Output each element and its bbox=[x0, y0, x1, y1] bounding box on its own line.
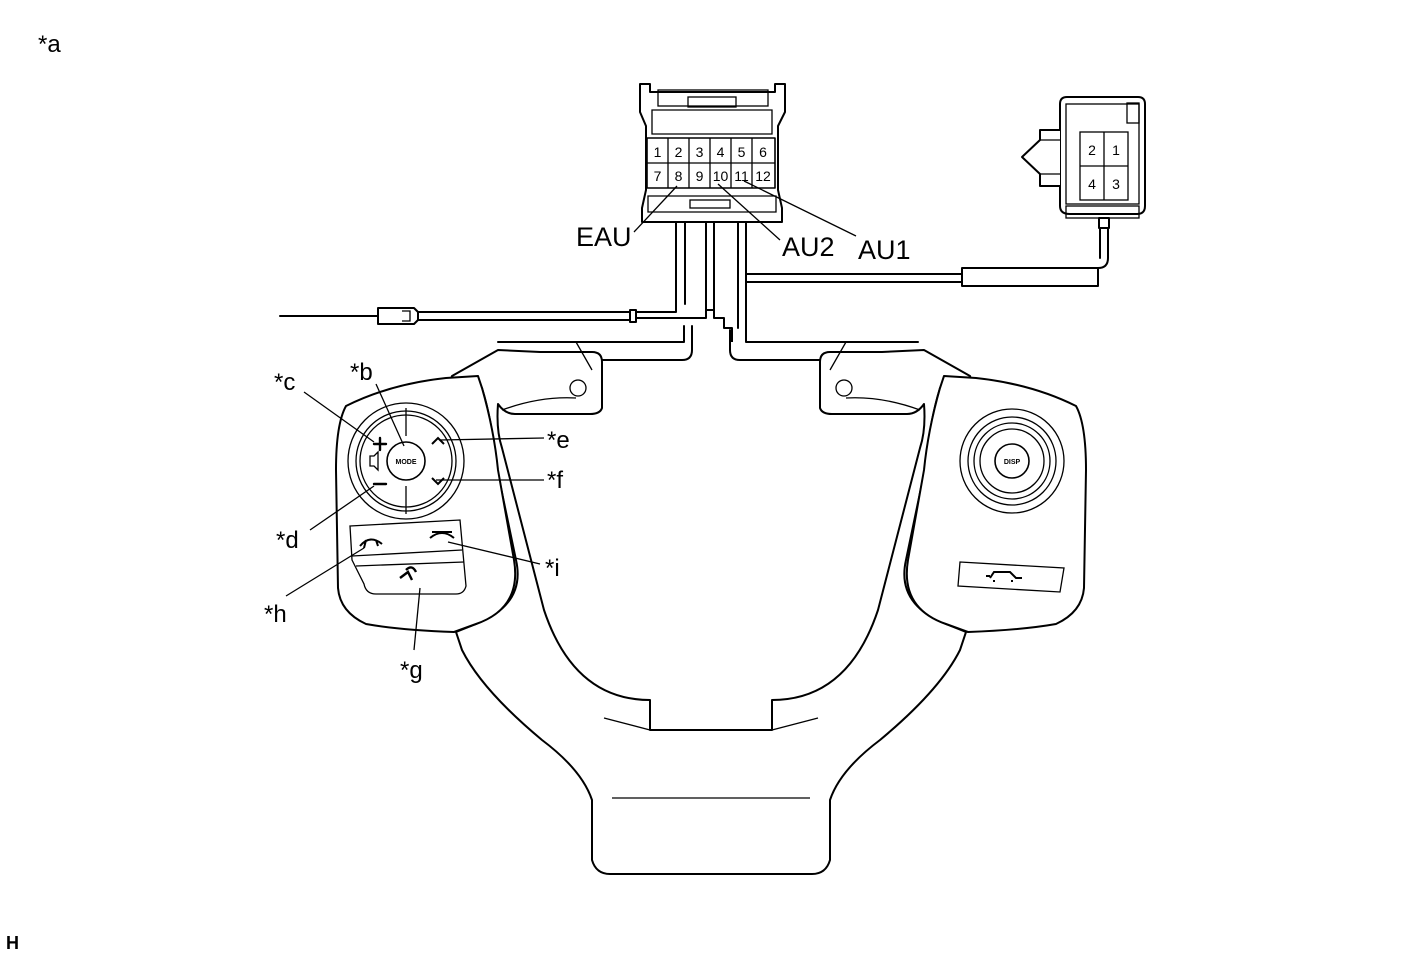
pin-4: 4 bbox=[717, 144, 725, 160]
sub-connector: 2 1 4 3 bbox=[1021, 96, 1146, 219]
sub-pin-1: 1 bbox=[1112, 142, 1120, 158]
callout-i: *i bbox=[545, 555, 560, 582]
pin-12: 12 bbox=[755, 168, 771, 184]
pin-10: 10 bbox=[713, 168, 729, 184]
callouts: *c *b *e *f *d *i *h *g bbox=[264, 359, 570, 684]
callout-g: *g bbox=[400, 657, 423, 684]
sub-pin-4: 4 bbox=[1088, 176, 1096, 192]
terminal-eau-label: EAU bbox=[576, 222, 632, 252]
figure-label: *a bbox=[38, 31, 61, 58]
callout-h: *h bbox=[264, 601, 287, 628]
sub-pin-2: 2 bbox=[1088, 142, 1096, 158]
pin-7: 7 bbox=[654, 168, 662, 184]
callout-b: *b bbox=[350, 359, 373, 386]
sub-pin-3: 3 bbox=[1112, 176, 1120, 192]
main-connector: 1 2 3 4 5 6 7 8 9 10 11 12 bbox=[639, 83, 786, 223]
car-icon bbox=[986, 571, 1022, 582]
pin-11: 11 bbox=[734, 168, 749, 184]
pin-2: 2 bbox=[675, 144, 683, 160]
pin-9: 9 bbox=[696, 168, 704, 184]
disp-button-label: DISP bbox=[1004, 459, 1021, 466]
callout-d: *d bbox=[276, 527, 299, 554]
left-switch-cluster: MODE bbox=[335, 375, 517, 633]
phone-on-hook-icon bbox=[429, 531, 455, 539]
voice-command-icon bbox=[399, 566, 418, 581]
pin-3: 3 bbox=[696, 144, 704, 160]
wire-harness bbox=[279, 217, 1110, 361]
terminal-au2-label: AU2 bbox=[782, 232, 835, 262]
right-switch-cluster: DISP bbox=[905, 375, 1087, 633]
callout-f: *f bbox=[547, 467, 563, 494]
corner-code: H bbox=[6, 933, 19, 953]
pin-6: 6 bbox=[759, 144, 767, 160]
mode-button-label: MODE bbox=[396, 459, 417, 466]
pin-1: 1 bbox=[654, 144, 662, 160]
callout-c: *c bbox=[274, 369, 295, 396]
pin-8: 8 bbox=[675, 168, 683, 184]
callout-e: *e bbox=[547, 427, 570, 454]
phone-off-hook-icon bbox=[359, 538, 383, 549]
pin-5: 5 bbox=[738, 144, 746, 160]
terminal-au1-label: AU1 bbox=[858, 235, 911, 265]
steering-pad-body bbox=[447, 341, 975, 875]
